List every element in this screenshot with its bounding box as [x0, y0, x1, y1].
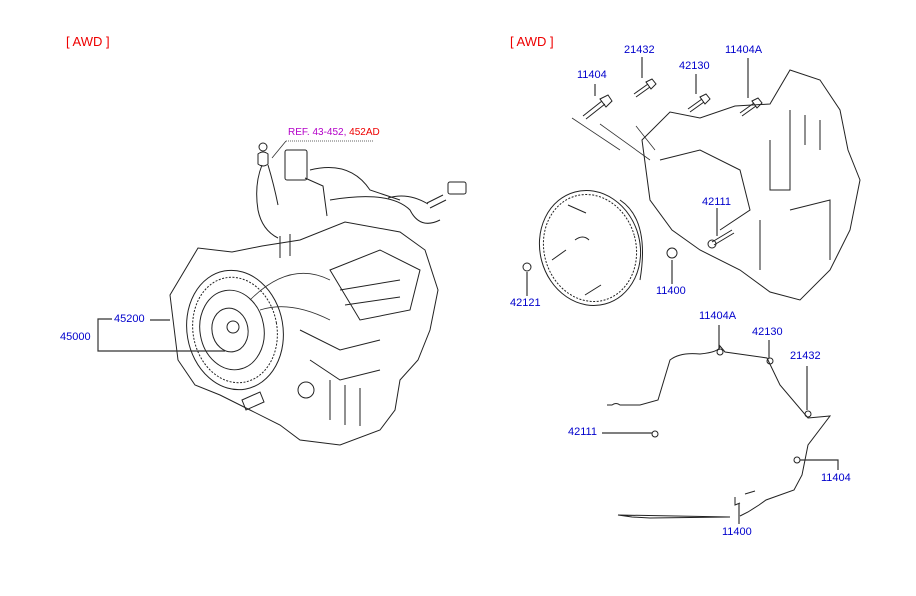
outline-label-11404A[interactable]: 11404A: [699, 310, 737, 322]
part-label-42130[interactable]: 42130: [679, 60, 710, 72]
outline-label-11404[interactable]: 11404: [821, 472, 851, 484]
outline-view-drawing: [602, 325, 839, 524]
outline-label-42111[interactable]: 42111: [568, 426, 597, 438]
outline-label-21432[interactable]: 21432: [790, 350, 821, 362]
outline-label-42130[interactable]: 42130: [752, 326, 783, 338]
part-label-45000[interactable]: 45000: [60, 331, 91, 343]
transaxle-assembly-drawing: [169, 140, 467, 446]
reference-callout[interactable]: REF. 43-452, 452AD: [288, 127, 380, 138]
part-label-11404[interactable]: 11404: [577, 69, 607, 81]
part-label-11400[interactable]: 11400: [656, 285, 686, 297]
left-variant-header: [ AWD ]: [66, 34, 110, 49]
part-label-42121[interactable]: 42121: [510, 297, 541, 309]
part-label-42111[interactable]: 42111: [702, 196, 731, 208]
reference-suffix[interactable]: 452AD: [349, 127, 380, 138]
reference-prefix[interactable]: REF. 43-452,: [288, 127, 347, 138]
part-label-45200[interactable]: 45200: [114, 313, 145, 325]
part-label-21432[interactable]: 21432: [624, 44, 655, 56]
outline-label-11400[interactable]: 11400: [722, 526, 752, 538]
right-variant-header: [ AWD ]: [510, 34, 554, 49]
exploded-view-drawing: [522, 57, 861, 306]
assembly-leader-lines: [97, 318, 225, 352]
part-label-11404A[interactable]: 11404A: [725, 44, 763, 56]
